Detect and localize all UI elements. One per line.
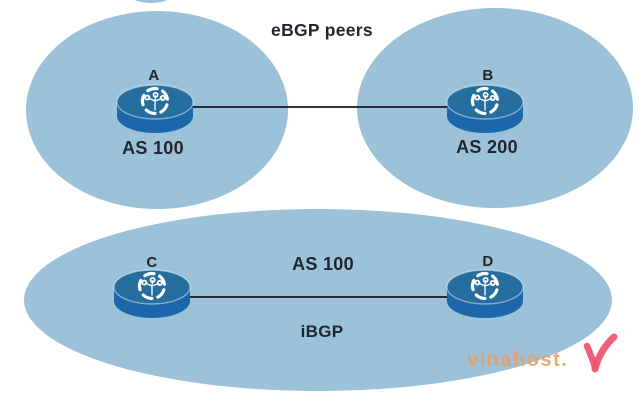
watermark-brand-text: vinahost. xyxy=(467,349,568,371)
router-node-b xyxy=(445,83,525,135)
router-node-a xyxy=(115,83,195,135)
router-node-c xyxy=(112,268,192,320)
router-node-d xyxy=(445,268,525,320)
as100-bottom-label: AS 100 xyxy=(292,254,354,274)
router-a-label: A xyxy=(148,67,159,84)
as200-right-label: AS 200 xyxy=(456,137,518,157)
router-b-label: B xyxy=(482,67,493,84)
router-icon xyxy=(115,83,195,135)
watermark-v-icon xyxy=(583,333,618,373)
domain-ellipse-as100-bottom xyxy=(24,209,612,391)
diagram-title: eBGP peers xyxy=(271,20,373,40)
as100-left-label: AS 100 xyxy=(122,138,184,158)
router-icon xyxy=(445,83,525,135)
ibgp-session-label: iBGP xyxy=(301,322,344,341)
router-c-label: C xyxy=(146,254,157,271)
router-d-label: D xyxy=(482,253,493,270)
router-icon xyxy=(445,268,525,320)
background-ellipse-fragment xyxy=(134,0,168,3)
router-icon xyxy=(112,268,192,320)
